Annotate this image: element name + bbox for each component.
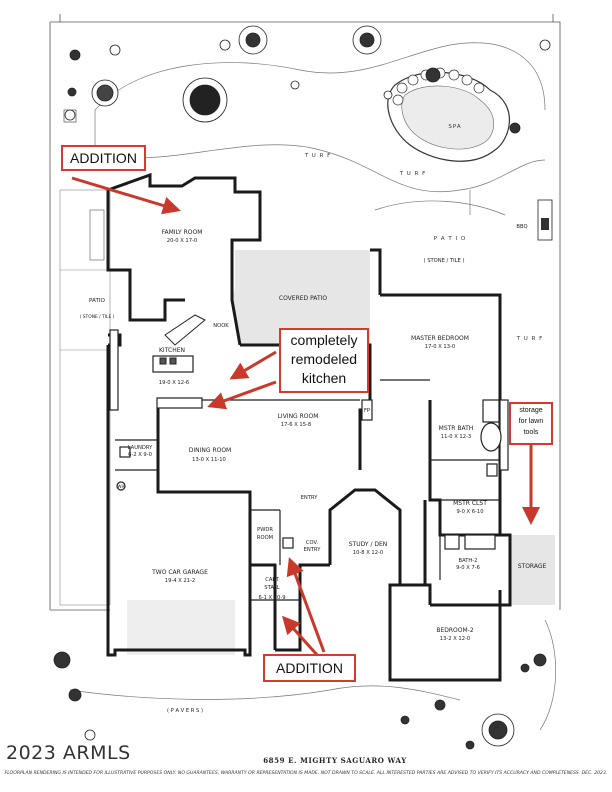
kitchen-remodel-callout: completely remodeled kitchen (279, 328, 369, 393)
pavers-label: ( P A V E R S ) (167, 708, 203, 714)
addition-top-callout: ADDITION (61, 145, 146, 171)
two-car-garage-dims: 19-4 X 21-2 (165, 578, 195, 584)
study-den-dims: 10-8 X 12-0 (353, 550, 383, 556)
dining-room-dims: 13-0 X 11-10 (192, 457, 226, 463)
dining-room-label: DINING ROOM (189, 447, 231, 454)
property-lines (49, 14, 561, 611)
master-bedroom-label: MASTER BEDROOM (411, 335, 469, 342)
copyright-watermark: 2023 ARMLS (6, 742, 131, 764)
patio-side-label: PATIO (89, 298, 105, 304)
entry-label: ENTRY (301, 495, 319, 501)
pwdr-room-label-2: ROOM (257, 535, 273, 541)
laundry-label: LAUNDRY (128, 445, 154, 451)
landscape-plants (53, 25, 551, 750)
laundry-dims: 6-2 X 9-0 (128, 452, 152, 458)
bath-2-dims: 9-0 X 7-6 (456, 565, 480, 571)
turf-label-3: T U R F (516, 336, 544, 342)
kitchen-callout-line-3: kitchen (301, 370, 347, 386)
living-room-dims: 17-6 X 15-8 (281, 422, 311, 428)
mstr-clst-label: MSTR CLST (453, 500, 487, 507)
kitchen-callout-line-2: remodeled (290, 351, 358, 367)
landscape-curves (69, 42, 557, 731)
family-room-label: FAMILY ROOM (162, 229, 203, 236)
interior-walls (109, 329, 509, 601)
living-room-label: LIVING ROOM (278, 413, 319, 420)
disclaimer-text: FLOORPLAN RENDERING IS INTENDED FOR ILLU… (4, 771, 608, 776)
pwdr-room-label-1: PWDR (257, 527, 273, 533)
storage-callout: storage for lawn tools (509, 402, 553, 445)
nook-label: NOOK (213, 323, 229, 329)
bbq-label: BBQ (516, 224, 527, 230)
bedroom-2-label: BEDROOM-2 (436, 627, 473, 634)
mstr-bath-dims: 11-0 X 12-3 (441, 434, 471, 440)
shaded-areas (127, 250, 555, 655)
annotation-arrows (71, 176, 540, 658)
turf-label-2: T U R F (399, 171, 427, 177)
addition-bottom-text: ADDITION (276, 660, 343, 676)
patio-main-sub: ( STONE / TILE ) (424, 258, 465, 264)
storage-callout-line-1: storage (519, 407, 543, 414)
wh-label: WH (118, 484, 125, 489)
turf-label-1: T U R F (304, 153, 332, 159)
addition-top-text: ADDITION (70, 150, 137, 166)
spa (387, 67, 510, 162)
fireplace-label: FP (364, 408, 370, 414)
bath-2-label: BATH-2 (459, 558, 478, 564)
cart-stall-label-2: STALL (264, 585, 279, 591)
mstr-clst-dims: 9-0 X 6-10 (456, 509, 483, 515)
family-room-dims: 20-0 X 17-0 (167, 238, 197, 244)
addition-bottom-callout: ADDITION (263, 654, 356, 682)
storage-callout-line-2: for lawn (518, 418, 544, 425)
storage-label: STORAGE (518, 563, 547, 570)
bedroom-2-dims: 13-2 X 12-0 (440, 636, 470, 642)
spa-label: SPA (448, 124, 461, 130)
covered-patio-label: COVERED PATIO (279, 295, 327, 302)
bbq-counter (537, 199, 553, 241)
patio-main-label: P A T I O (434, 236, 466, 242)
cart-stall-label-1: CART (265, 577, 279, 583)
cart-stall-dims: 6-1 X 10-9 (258, 595, 285, 601)
master-bedroom-dims: 17-0 X 13-0 (425, 344, 455, 350)
side-patio (59, 109, 111, 606)
kitchen-callout-line-1: completely (290, 332, 358, 348)
kitchen-label: KITCHEN (159, 347, 185, 354)
cov-entry-label-2: ENTRY (304, 547, 322, 553)
cov-entry-label-1: COV. (306, 540, 318, 546)
kitchen-counters (159, 314, 206, 365)
patio-side-sub: ( STONE / TILE ) (80, 314, 115, 320)
two-car-garage-label: TWO CAR GARAGE (151, 569, 208, 576)
study-den-label: STUDY / DEN (349, 541, 388, 548)
mstr-bath-label: MSTR BATH (439, 425, 474, 432)
storage-callout-line-3: tools (523, 429, 539, 436)
property-address: 6859 E. MIGHTY SAGUARO WAY (263, 756, 407, 765)
kitchen-dims: 19-0 X 12-6 (159, 380, 189, 386)
